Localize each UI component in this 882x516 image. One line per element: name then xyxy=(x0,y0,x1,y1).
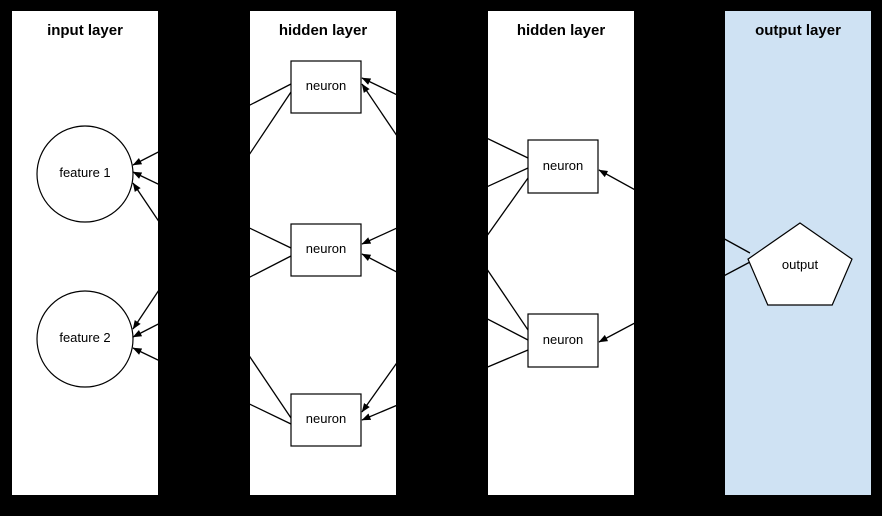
node-hidden2-neuron-2[interactable] xyxy=(527,313,599,368)
node-hidden1-neuron-3[interactable] xyxy=(290,393,362,447)
node-hidden1-neuron-2[interactable] xyxy=(290,223,362,277)
layer-title-input-layer: input layer xyxy=(47,22,123,39)
layer-title-output-layer: output layer xyxy=(755,22,841,39)
node-hidden2-neuron-1[interactable] xyxy=(527,139,599,194)
node-feature-1[interactable] xyxy=(36,125,134,223)
gap-mask-gap-1 xyxy=(158,0,250,516)
node-hidden1-neuron-1[interactable] xyxy=(290,60,362,114)
layer-title-hidden-layer-1: hidden layer xyxy=(278,22,368,39)
node-output-node[interactable] xyxy=(747,222,853,306)
node-feature-2[interactable] xyxy=(36,290,134,388)
layer-title-hidden-layer-2: hidden layer xyxy=(516,22,606,39)
gap-mask-gap-3 xyxy=(634,0,725,516)
gap-mask-gap-2 xyxy=(396,0,488,516)
